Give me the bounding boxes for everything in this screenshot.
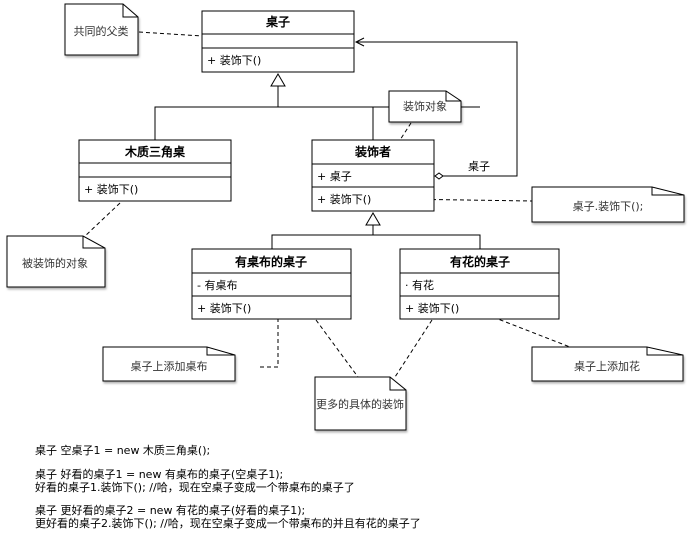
inheritance-line-wood (154, 86, 480, 140)
class-wood-table[interactable]: 木质三角桌 + 装饰下() (78, 139, 232, 202)
note-add-flower-text: 桌子上添加花 (574, 359, 640, 373)
class-decorator-method: + 装饰下() (317, 192, 371, 206)
note-link-common-parent (138, 31, 203, 37)
note-add-flower[interactable] (531, 346, 684, 382)
note-call-method-text: 桌子.装饰下(); (573, 199, 644, 213)
note-more-decorations[interactable] (314, 376, 407, 431)
inheritance-line-cloth (271, 234, 481, 249)
class-decorator-attribute: + 桌子 (317, 170, 352, 183)
class-cloth-table-name: 有桌布的桌子 (235, 254, 307, 269)
code-line: 更好看的桌子2.装饰下(); //哈，现在空桌子变成一个带桌布的并且有花的桌子了 (35, 516, 421, 530)
class-table[interactable]: 桌子 + 装饰下() (201, 10, 355, 73)
aggregation-line (356, 41, 518, 177)
class-flower-table[interactable]: 有花的桌子 · 有花 + 装饰下() (399, 248, 560, 320)
note-link-decorate-object (399, 122, 412, 141)
note-link-decorated-object (83, 202, 121, 238)
note-common-parent-text: 共同的父类 (74, 24, 129, 38)
aggregation-arrowhead (354, 37, 365, 47)
inheritance-arrow-decorator (365, 212, 381, 226)
class-decorator-name: 装饰者 (354, 144, 391, 159)
code-block: 桌子 空桌子1 = new 木质三角桌(); 桌子 好看的桌子1 = new 有… (35, 443, 421, 530)
note-add-cloth-text: 桌子上添加桌布 (131, 359, 208, 373)
note-call-method[interactable] (531, 186, 685, 223)
code-line: 桌子 好看的桌子1 = new 有桌布的桌子(空桌子1); (35, 467, 283, 481)
code-line: 桌子 空桌子1 = new 木质三角桌(); (35, 443, 210, 457)
class-cloth-table[interactable]: 有桌布的桌子 - 有桌布 + 装饰下() (191, 248, 352, 320)
code-line: 好看的桌子1.装饰下(); //哈，现在空桌子变成一个带桌布的桌子了 (35, 480, 355, 494)
note-decorate-object-text: 装饰对象 (403, 99, 447, 113)
note-decorate-object[interactable] (388, 90, 462, 123)
note-link-more-cloth (315, 319, 359, 378)
aggregation-diamond (434, 172, 444, 180)
note-link-more-flower (394, 319, 433, 378)
class-wood-table-method: + 装饰下() (84, 182, 138, 196)
note-add-cloth[interactable] (102, 346, 236, 382)
class-decorator[interactable]: 装饰者 + 桌子 + 装饰下() (311, 139, 435, 212)
inheritance-arrow-table (270, 73, 286, 87)
class-cloth-table-method: + 装饰下() (197, 301, 251, 315)
note-decorated-object-text: 被装饰的对象 (22, 256, 88, 270)
code-line: 桌子 更好看的桌子2 = new 有花的桌子(好看的桌子1); (35, 503, 305, 517)
class-table-name: 桌子 (265, 14, 290, 29)
note-common-parent[interactable] (64, 3, 139, 56)
class-flower-table-attribute: · 有花 (405, 278, 434, 292)
class-flower-table-method: + 装饰下() (405, 301, 459, 315)
note-decorated-object[interactable] (6, 235, 106, 288)
class-wood-table-name: 木质三角桌 (124, 144, 186, 159)
class-cloth-table-attribute: - 有桌布 (197, 278, 237, 292)
association-label: 桌子 (468, 160, 490, 173)
class-table-method: + 装饰下() (207, 53, 261, 67)
note-more-decorations-text: 更多的具体的装饰 (316, 397, 404, 411)
class-flower-table-name: 有花的桌子 (450, 254, 510, 269)
